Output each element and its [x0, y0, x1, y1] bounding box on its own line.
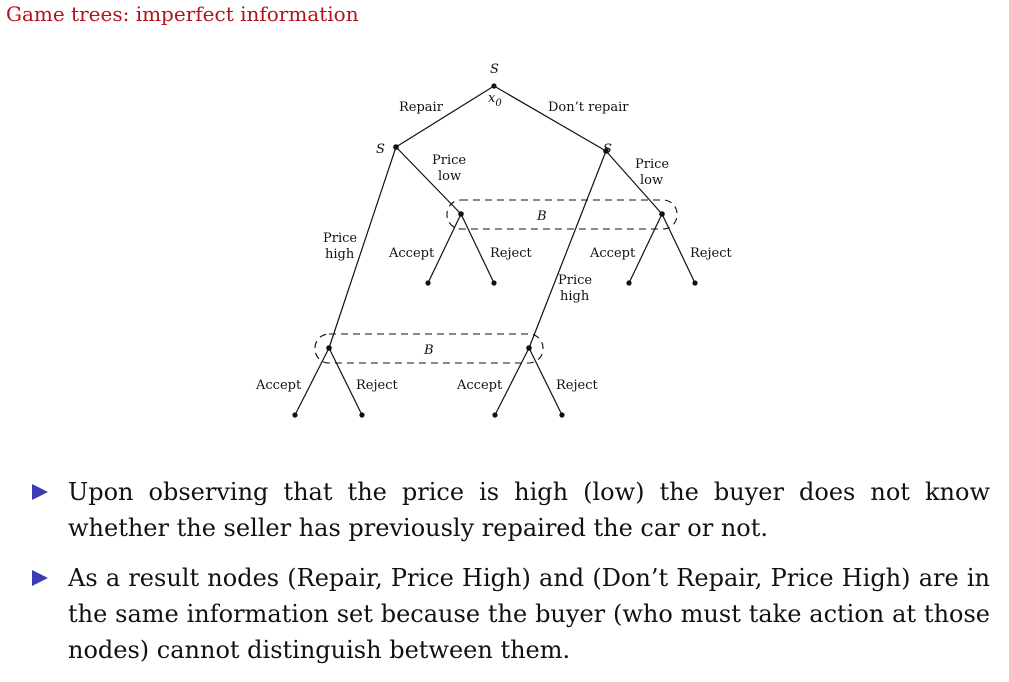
label-accept-3: Accept: [255, 378, 302, 393]
edge-accept-2: [628, 213, 663, 284]
terminal-node: [425, 280, 431, 286]
price-low-part: Price: [635, 157, 669, 172]
price-low-part: Price: [432, 153, 466, 168]
price-high-part: Price: [558, 273, 592, 288]
edge-repair-price-high: [328, 146, 397, 349]
label-price-high-right: Price high: [558, 273, 596, 304]
bullet-text: Upon observing that the price is high (l…: [68, 478, 990, 542]
edge-reject-3: [328, 347, 363, 416]
node-buyer-1: [458, 211, 464, 217]
label-dont-repair: Don’t repair: [548, 100, 629, 115]
node-buyer-3: [326, 345, 332, 351]
edge-accept-1: [427, 213, 462, 284]
bullet-item: As a result nodes (Repair, Price High) a…: [30, 560, 990, 668]
price-high-part: high: [560, 289, 590, 304]
bullet-text: As a result nodes (Repair, Price High) a…: [68, 564, 990, 664]
seller-label-left: S: [376, 142, 385, 157]
label-reject-4: Reject: [556, 378, 598, 393]
label-price-low-right: Price low: [635, 157, 673, 188]
edge-dontrepair-price-low: [605, 150, 663, 215]
bullet-list: Upon observing that the price is high (l…: [30, 474, 990, 682]
node-seller-dont-repair: [603, 148, 609, 154]
edge-dont-repair: [493, 85, 607, 152]
label-price-low-left: Price low: [432, 153, 470, 184]
edge-accept-3: [294, 347, 330, 416]
label-price-high-left: Price high: [323, 231, 361, 262]
terminal-node: [692, 280, 698, 286]
price-low-part: low: [438, 169, 461, 184]
information-set-price-high: [314, 333, 544, 364]
label-accept-4: Accept: [456, 378, 503, 393]
seller-label-right: S: [603, 142, 612, 157]
price-high-part: Price: [323, 231, 357, 246]
price-low-part: low: [640, 173, 663, 188]
root-node-label: x0: [488, 91, 502, 109]
edge-dontrepair-price-high: [528, 150, 607, 349]
node-root: [491, 83, 497, 89]
label-accept-2: Accept: [589, 246, 636, 261]
edge-accept-4: [494, 347, 530, 416]
bullet-item: Upon observing that the price is high (l…: [30, 474, 990, 546]
node-buyer-2: [659, 211, 665, 217]
price-high-part: high: [325, 247, 355, 262]
edge-reject-1: [460, 213, 495, 284]
label-reject-2: Reject: [690, 246, 732, 261]
buyer-label-lower: B: [423, 343, 434, 358]
node-buyer-4: [526, 345, 532, 351]
terminal-node: [492, 412, 498, 418]
terminal-node: [491, 280, 497, 286]
triangle-bullet-icon: [32, 484, 48, 500]
terminal-node: [292, 412, 298, 418]
terminal-node: [559, 412, 565, 418]
edge-reject-2: [661, 213, 696, 284]
game-tree-diagram: S x0 S S B B Repair Don’t repair Price l…: [255, 62, 732, 418]
label-accept-1: Accept: [388, 246, 435, 261]
root-player-label: S: [490, 62, 499, 77]
edge-repair: [395, 85, 495, 148]
buyer-label-upper: B: [536, 209, 547, 224]
node-seller-repair: [393, 144, 399, 150]
edge-repair-price-low: [395, 146, 462, 215]
information-set-price-low: [446, 199, 678, 230]
terminal-node: [626, 280, 632, 286]
label-repair: Repair: [399, 100, 444, 115]
terminal-node: [359, 412, 365, 418]
slide-title: Game trees: imperfect information: [6, 2, 359, 26]
triangle-bullet-icon: [32, 570, 48, 586]
label-reject-3: Reject: [356, 378, 398, 393]
edge-reject-4: [528, 347, 563, 416]
label-reject-1: Reject: [490, 246, 532, 261]
